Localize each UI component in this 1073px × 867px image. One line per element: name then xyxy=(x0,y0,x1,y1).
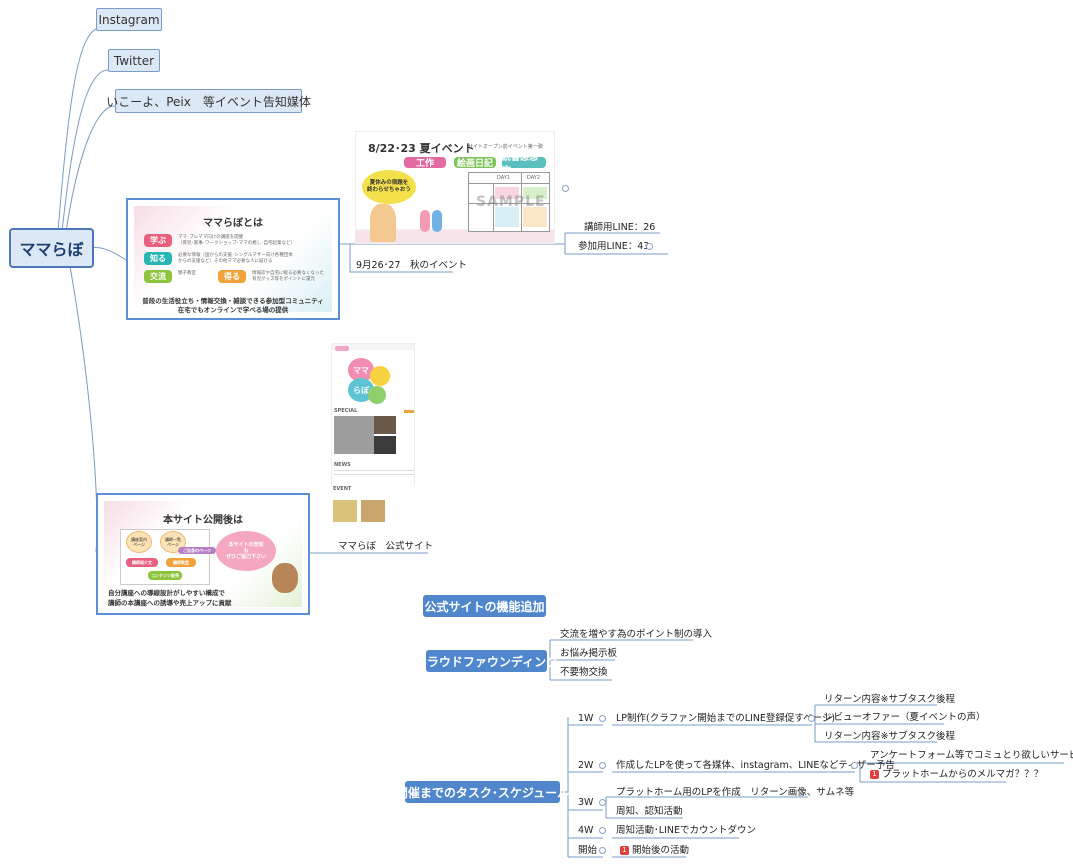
mother-illustration xyxy=(370,204,396,242)
participant-line-label[interactable]: 参加用LINE：43 xyxy=(578,241,650,252)
week4-label[interactable]: 4W xyxy=(578,825,594,836)
participant-line-collapse-dot[interactable] xyxy=(646,243,653,250)
about-row-text: ママ･プレママ向けの講座を開催 （育児･家事･ワークショップ･ママの癒し･自宅起… xyxy=(178,235,295,246)
site-section-event: EVENT xyxy=(333,486,352,492)
week3-task-2[interactable]: 周知、認知活動 xyxy=(616,806,683,817)
about-footer-2: 在宅でもオンラインで学べる場の提供 xyxy=(177,306,289,314)
after-node-intro: 講師紹介文 xyxy=(126,558,158,567)
child-illustration-1 xyxy=(420,210,430,232)
official-site-image[interactable]: ママ らぼ SPECIAL NEWS xyxy=(331,343,415,490)
crowdfunding-item-points[interactable]: 交流を増やす為のポイント制の導入 xyxy=(560,629,713,640)
event-bubble: 夏休みの宿題を 終わらせちゃおう xyxy=(362,170,416,204)
week1-label[interactable]: 1W xyxy=(578,713,594,724)
week4-task[interactable]: 周知活動･LINEでカウントダウン xyxy=(616,825,756,836)
week1-dot[interactable] xyxy=(599,715,606,722)
event-tag-2: 絵画日記 xyxy=(454,157,496,169)
week2-sub-1[interactable]: アンケートフォーム等でコミュとり欲しいサービス等聞く xyxy=(870,750,1073,761)
about-row-text: 情報誌や自宅に眠る必要なくなった 育児グッズ等をポイントに還元 xyxy=(252,271,324,282)
bear-illustration xyxy=(272,563,298,593)
week3-task-1[interactable]: プラットホーム用のLPを作成 リターン画像、サムネ等 xyxy=(616,787,855,798)
week2-dot[interactable] xyxy=(599,762,606,769)
week1-task-dot[interactable] xyxy=(808,715,815,722)
about-row-tag: 知る xyxy=(144,252,172,265)
feature-label: 公式サイトの機能追加 xyxy=(424,599,545,614)
child-illustration-2 xyxy=(432,210,442,232)
about-row-text: 親子教室 xyxy=(178,271,196,276)
week2-label[interactable]: 2W xyxy=(578,760,594,771)
table-header-day2: DAY2 xyxy=(527,175,541,181)
week3-label[interactable]: 3W xyxy=(578,797,594,808)
twitter-node[interactable]: Twitter xyxy=(108,49,160,72)
event-schedule-table: DAY1 DAY2 xyxy=(468,172,550,232)
event-tag-1: 工作 xyxy=(404,157,446,169)
schedule-node[interactable]: 開催までのタスク･スケジュール xyxy=(396,781,569,803)
week2-task-dot[interactable] xyxy=(851,762,858,769)
after-node-course: 講座案内 ページ xyxy=(126,531,152,553)
flag-icon: 1 xyxy=(620,846,629,855)
week3-dot[interactable] xyxy=(599,799,606,806)
table-header-day1: DAY1 xyxy=(497,175,511,181)
feature-node[interactable]: 公式サイトの機能追加 xyxy=(423,595,546,617)
week1-sub-1[interactable]: リターン内容※サブタスク後程 xyxy=(824,694,955,705)
official-site-event-section: EVENT xyxy=(331,486,415,528)
week2-sub-2-text: プラットホームからのメルマガ？？？ xyxy=(882,769,1044,780)
crowdfunding-item-board[interactable]: お悩み掲示板 xyxy=(560,648,618,659)
crowdfunding-node[interactable]: クラウドファウンディング xyxy=(415,650,558,672)
start-task-text: 開始後の活動 xyxy=(632,845,690,856)
summer-event-image[interactable]: 8/22･23 夏イベント サイトオープン前イベント第一弾 工作 絵画日記 読書… xyxy=(355,131,555,244)
week2-task[interactable]: 作成したLPを使って各媒体、instagram、LINEなどティザー予告 xyxy=(616,760,895,771)
about-image[interactable]: ママらぼとは 学ぶママ･プレママ向けの講座を開催 （育児･家事･ワークショップ･… xyxy=(126,198,340,320)
event-tag-3: 読書感想文 xyxy=(502,153,546,176)
instagram-label: Instagram xyxy=(98,12,160,27)
about-row-text: 必要な情報（国からの支援･シングルマザー向け各種団体 からの支援など）その他ママ… xyxy=(178,253,293,264)
event-subtitle: サイトオープン前イベント第一弾 xyxy=(468,144,543,150)
root-label: ママらぼ xyxy=(19,240,84,259)
about-row-tag: 得る xyxy=(218,270,246,283)
after-footer-1: 自分講座への導線設計がしやすい構成で xyxy=(108,589,225,597)
event-media-label: いこーよ、Peix 等イベント告知媒体 xyxy=(106,94,311,109)
start-label[interactable]: 開始 xyxy=(578,845,598,856)
week1-task[interactable]: LP制作(クラファン開始までのLINE登録促すページ) xyxy=(616,713,836,724)
site-section-news: NEWS xyxy=(334,462,351,468)
about-title: ママらぼとは xyxy=(203,218,263,229)
crowdfunding-item-exchange[interactable]: 不要物交換 xyxy=(560,667,608,678)
after-launch-image[interactable]: 本サイト公開後は 講座案内 ページ 講師一覧 ページ ご自身のページ 講師紹介文… xyxy=(96,493,310,615)
instagram-node[interactable]: Instagram xyxy=(96,8,162,31)
root-node[interactable]: ママらぼ xyxy=(9,228,94,268)
schedule-label: 開催までのタスク･スケジュール xyxy=(395,785,570,800)
after-footer-2: 講師の本講座への誘導や売上アップに貢献 xyxy=(108,599,232,607)
twitter-label: Twitter xyxy=(113,53,155,68)
week4-dot[interactable] xyxy=(599,827,606,834)
after-node-classroom: 講師教室 xyxy=(166,558,196,567)
site-section-special: SPECIAL xyxy=(334,408,358,414)
autumn-event-label[interactable]: 9月26･27 秋のイベント xyxy=(356,260,467,271)
event-media-node[interactable]: いこーよ、Peix 等イベント告知媒体 xyxy=(106,89,311,113)
start-dot[interactable] xyxy=(599,847,606,854)
flag-icon: 1 xyxy=(870,770,879,779)
after-node-sales: コンテンツ販売 xyxy=(148,571,182,580)
week1-sub-2[interactable]: レビューオファー（夏イベントの声） xyxy=(824,712,986,723)
after-bubble: 本サイトの告知 も ぜひご協力下さい xyxy=(216,531,276,571)
week1-sub-3[interactable]: リターン内容※サブタスク後程 xyxy=(824,731,955,742)
about-footer-1: 普段の生活役立ち・情報交換・雑談できる参加型コミュニティ xyxy=(142,297,324,305)
about-row-tag: 学ぶ xyxy=(144,234,172,247)
about-row-tag: 交流 xyxy=(144,270,172,283)
event-image-collapse-dot[interactable] xyxy=(562,185,569,192)
after-tag: ご自身のページ xyxy=(178,547,216,554)
teacher-line-label[interactable]: 講師用LINE：26 xyxy=(584,222,656,233)
event-title: 8/22･23 夏イベント xyxy=(368,142,475,155)
after-title: 本サイト公開後は xyxy=(163,515,243,526)
crowdfunding-label: クラウドファウンディング xyxy=(414,654,559,669)
official-site-label[interactable]: ママらぼ 公式サイト xyxy=(338,541,434,552)
sample-watermark: SAMPLE xyxy=(476,194,546,210)
